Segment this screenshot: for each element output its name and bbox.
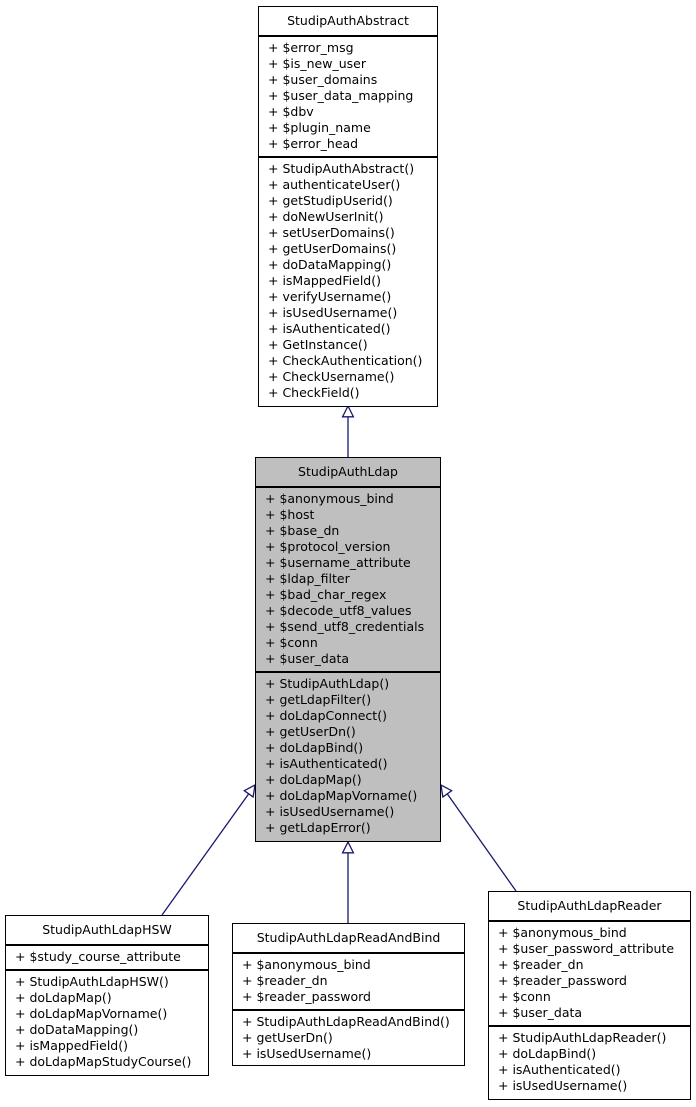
attribute: + $ldap_filter <box>265 571 350 586</box>
method: + doLdapConnect() <box>265 708 387 723</box>
attribute: + $user_domains <box>268 72 378 87</box>
method: + getUserDomains() <box>268 241 397 256</box>
attributes-section: + $anonymous_bind + $host + $base_dn + $… <box>256 486 440 671</box>
attribute: + $send_utf8_credentials <box>265 619 425 634</box>
attribute: + $reader_password <box>498 973 627 988</box>
method: + isUsedUsername() <box>498 1078 628 1093</box>
attribute: + $error_head <box>268 136 359 151</box>
class-name: StudipAuthLdapReader <box>517 898 662 913</box>
attribute: + $reader_password <box>242 989 371 1004</box>
method: + doLdapMapVorname() <box>15 1006 168 1021</box>
attribute: + $is_new_user <box>268 56 366 71</box>
methods-section: + StudipAuthLdap() + getLdapFilter() + d… <box>256 671 440 840</box>
methods-section: + StudipAuthLdapReader() + doLdapBind() … <box>489 1025 690 1098</box>
method: + doDataMapping() <box>268 257 392 272</box>
attribute: + $username_attribute <box>265 555 411 570</box>
method: + CheckUsername() <box>268 369 395 384</box>
method: + doLdapBind() <box>498 1046 597 1061</box>
attribute: + $anonymous_bind <box>265 491 394 506</box>
attribute: + $dbv <box>268 104 314 119</box>
method: + getLdapFilter() <box>265 692 372 707</box>
class-name: StudipAuthAbstract <box>287 13 409 28</box>
method: + isUsedUsername() <box>268 305 398 320</box>
attribute: + $bad_char_regex <box>265 587 387 602</box>
attribute: + $reader_dn <box>498 957 584 972</box>
method: + doLdapMap() <box>15 990 112 1005</box>
class-studipauthldaphsw[interactable]: StudipAuthLdapHSW + $study_course_attrib… <box>5 915 209 1076</box>
class-studipauthabstract[interactable]: StudipAuthAbstract + $error_msg + $is_ne… <box>258 6 438 407</box>
method: + isUsedUsername() <box>242 1046 372 1061</box>
attribute: + $protocol_version <box>265 539 391 554</box>
method: + isAuthenticated() <box>265 756 388 771</box>
methods-section: + StudipAuthAbstract() + authenticateUse… <box>259 156 437 405</box>
attribute: + $user_data <box>265 651 350 666</box>
methods-section: + StudipAuthLdapReadAndBind() + getUserD… <box>233 1009 464 1066</box>
methods-section: + StudipAuthLdapHSW() + doLdapMap() + do… <box>6 969 208 1074</box>
method: + StudipAuthLdapReader() <box>498 1030 667 1045</box>
method: + CheckAuthentication() <box>268 353 423 368</box>
attribute: + $host <box>265 507 315 522</box>
attribute: + $reader_dn <box>242 973 328 988</box>
method: + isMappedField() <box>15 1038 128 1053</box>
attributes-section: + $error_msg + $is_new_user + $user_doma… <box>259 35 437 156</box>
method: + doDataMapping() <box>15 1022 139 1037</box>
attributes-section: + $anonymous_bind + $user_password_attri… <box>489 920 690 1025</box>
method: + getUserDn() <box>265 724 356 739</box>
method: + isUsedUsername() <box>265 804 395 819</box>
class-name: StudipAuthLdapReadAndBind <box>256 930 441 945</box>
attribute: + $anonymous_bind <box>498 925 627 940</box>
class-studipauthldap[interactable]: StudipAuthLdap + $anonymous_bind + $host… <box>255 457 441 842</box>
class-studipauthldapreadandbind[interactable]: StudipAuthLdapReadAndBind + $anonymous_b… <box>232 923 465 1066</box>
method: + setUserDomains() <box>268 225 395 240</box>
method: + verifyUsername() <box>268 289 392 304</box>
method: + authenticateUser() <box>268 177 401 192</box>
class-name: StudipAuthLdapHSW <box>42 922 172 937</box>
attribute: + $anonymous_bind <box>242 957 371 972</box>
attributes-section: + $anonymous_bind + $reader_dn + $reader… <box>233 952 464 1009</box>
attribute: + $decode_utf8_values <box>265 603 412 618</box>
method: + StudipAuthLdapReadAndBind() <box>242 1014 450 1029</box>
method: + StudipAuthLdap() <box>265 676 390 691</box>
attribute: + $conn <box>265 635 318 650</box>
attribute: + $error_msg <box>268 40 354 55</box>
method: + doLdapMapVorname() <box>265 788 418 803</box>
class-studipauthldapreader[interactable]: StudipAuthLdapReader + $anonymous_bind +… <box>488 891 691 1100</box>
method: + StudipAuthAbstract() <box>268 161 415 176</box>
method: + StudipAuthLdapHSW() <box>15 974 169 989</box>
method: + isAuthenticated() <box>268 321 391 336</box>
attribute: + $plugin_name <box>268 120 371 135</box>
attributes-section: + $study_course_attribute <box>6 944 208 969</box>
attribute: + $study_course_attribute <box>15 949 181 964</box>
edge-hsw-to-ldap <box>161 785 255 916</box>
method: + doLdapMap() <box>265 772 362 787</box>
attribute: + $base_dn <box>265 523 340 538</box>
method: + CheckField() <box>268 385 360 400</box>
attribute: + $user_password_attribute <box>498 941 675 956</box>
class-name: StudipAuthLdap <box>298 464 398 479</box>
method: + GetInstance() <box>268 337 368 352</box>
attribute: + $user_data <box>498 1005 583 1020</box>
method: + doLdapBind() <box>265 740 364 755</box>
method: + getUserDn() <box>242 1030 333 1045</box>
method: + getStudipUserid() <box>268 193 393 208</box>
edge-reader-to-ldap <box>441 785 517 892</box>
method: + isAuthenticated() <box>498 1062 621 1077</box>
method: + doLdapMapStudyCourse() <box>15 1054 192 1069</box>
attribute: + $user_data_mapping <box>268 88 414 103</box>
attribute: + $conn <box>498 989 551 1004</box>
method: + getLdapError() <box>265 820 371 835</box>
method: + doNewUserInit() <box>268 209 384 224</box>
method: + isMappedField() <box>268 273 381 288</box>
